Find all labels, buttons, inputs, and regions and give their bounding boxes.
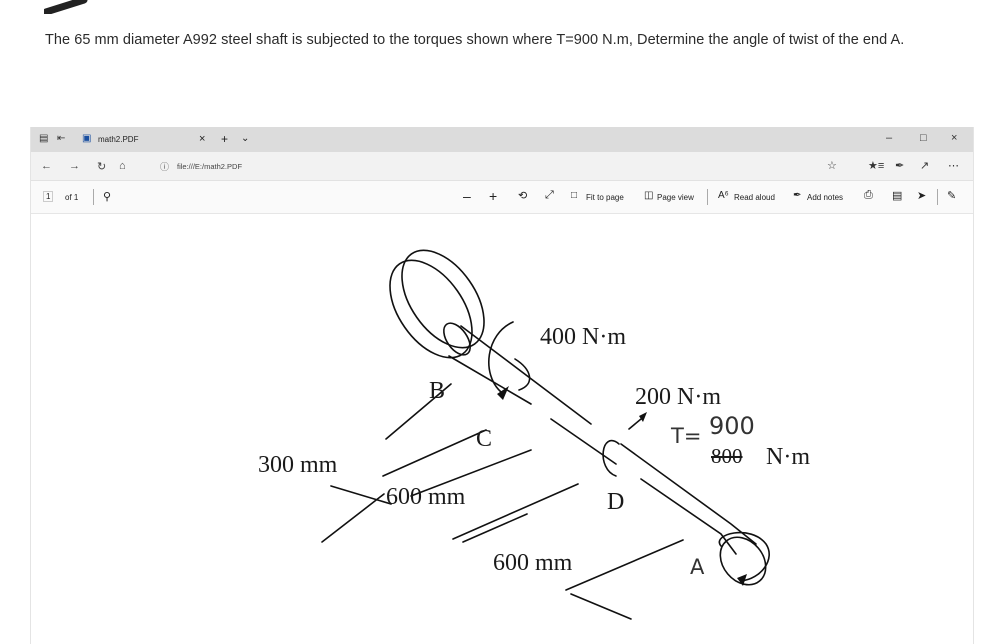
pen-stroke-decoration xyxy=(44,0,88,14)
rotate-icon[interactable]: ⟲ xyxy=(518,190,528,202)
shaft-diagram xyxy=(321,249,770,620)
handwritten-T-prefix: T= xyxy=(671,424,702,448)
torque-label-400: 400 N·m xyxy=(540,324,626,350)
point-label-D: D xyxy=(607,489,625,515)
info-icon[interactable]: ⓘ xyxy=(160,162,170,172)
torque-unit-label: N·m xyxy=(766,444,810,470)
shaft-upper-edge xyxy=(460,325,757,545)
divider xyxy=(93,189,94,205)
pdf-toolbar: 1 of 1 ⚲ – + ⟲ ⤢ □ Fit to page ◫ Page vi… xyxy=(31,181,973,214)
zoom-in-icon[interactable]: + xyxy=(489,188,498,204)
torque-arrow-C xyxy=(602,440,620,477)
back-icon[interactable]: ← xyxy=(41,160,52,172)
fit-to-page-icon: □ xyxy=(571,190,578,201)
question-card: The 65 mm diameter A992 steel shaft is s… xyxy=(14,0,986,120)
url-field[interactable]: file:///E:/math2.PDF xyxy=(177,162,243,171)
forward-icon[interactable]: → xyxy=(69,160,80,172)
divider xyxy=(937,189,938,205)
torque-arrow-B-tail xyxy=(514,358,531,391)
pdf-file-icon: ▣ xyxy=(82,133,92,144)
minimize-icon[interactable]: – xyxy=(886,132,893,144)
flange-disk xyxy=(389,259,473,359)
fit-to-page-button[interactable]: Fit to page xyxy=(586,193,624,202)
browser-screenshot: ▤ ⇤ ▣ math2.PDF × + ⌄ – □ × ← → ↻ ⌂ ⓘ fi… xyxy=(30,127,974,644)
print-icon[interactable]: ⎙ xyxy=(864,189,873,201)
share-icon[interactable]: ↗ xyxy=(920,160,930,172)
address-bar: ← → ↻ ⌂ ⓘ file:///E:/math2.PDF ☆ ★≡ ✒ ↗ … xyxy=(31,152,973,181)
add-notes-icon: ✒ xyxy=(793,190,802,201)
page-view-icon: ◫ xyxy=(644,190,654,201)
chevron-down-icon[interactable]: ⌄ xyxy=(241,133,250,144)
dim-line-600a xyxy=(382,429,579,540)
torque-arrow-D xyxy=(718,531,770,582)
handwritten-T-value: 900 xyxy=(709,412,755,440)
more-icon[interactable]: ⋯ xyxy=(948,160,959,172)
favorite-star-icon[interactable]: ☆ xyxy=(827,160,837,172)
tab-bar: ▤ ⇤ ▣ math2.PDF × + ⌄ – □ × xyxy=(31,127,973,152)
page-total: of 1 xyxy=(65,193,79,202)
point-label-B: B xyxy=(429,378,446,404)
torque-arrow-B xyxy=(488,321,514,393)
tab-title[interactable]: math2.PDF xyxy=(98,135,139,144)
save-icon[interactable]: ▤ xyxy=(892,190,903,202)
flange-back xyxy=(401,249,485,349)
point-label-C: C xyxy=(476,426,493,452)
dimension-600mm-b: 600 mm xyxy=(493,550,573,576)
close-window-icon[interactable]: × xyxy=(951,132,958,144)
divider xyxy=(707,189,708,205)
question-text: The 65 mm diameter A992 steel shaft is s… xyxy=(45,32,905,48)
read-aloud-icon: A⁶ xyxy=(718,190,729,201)
home-icon[interactable]: ⌂ xyxy=(119,160,126,172)
read-aloud-button[interactable]: Read aloud xyxy=(734,193,775,202)
torque-arrow-C-tail xyxy=(628,418,642,430)
shaft-lower-edge xyxy=(448,355,737,555)
tab-actions-icon[interactable]: ▤ xyxy=(39,133,49,144)
page-view-button[interactable]: Page view xyxy=(657,193,694,202)
pin-toolbar-icon[interactable]: ✎ xyxy=(947,190,957,202)
fullscreen-icon[interactable]: ⤢ xyxy=(545,189,554,201)
search-icon[interactable]: ⚲ xyxy=(103,191,112,203)
page-number-input[interactable]: 1 xyxy=(43,191,54,202)
close-tab-icon[interactable]: × xyxy=(199,133,206,145)
new-tab-icon[interactable]: + xyxy=(221,132,229,146)
crossed-torque-value: 800 xyxy=(711,444,743,468)
pen-icon[interactable]: ✒ xyxy=(895,160,905,172)
set-aside-tabs-icon[interactable]: ⇤ xyxy=(57,133,66,144)
save-as-icon[interactable]: ➤ xyxy=(917,190,927,202)
dimension-600mm-a: 600 mm xyxy=(386,484,466,510)
add-notes-button[interactable]: Add notes xyxy=(807,193,844,202)
favorites-list-icon[interactable]: ★≡ xyxy=(868,160,885,172)
torque-label-200: 200 N·m xyxy=(635,384,721,410)
dim-line-600b xyxy=(462,513,684,620)
refresh-icon[interactable]: ↻ xyxy=(97,161,107,173)
maximize-icon[interactable]: □ xyxy=(920,132,927,144)
dimension-300mm: 300 mm xyxy=(258,452,338,478)
zoom-out-icon[interactable]: – xyxy=(463,188,471,204)
dim-line-300 xyxy=(321,383,452,543)
pdf-page: 400 N·m 200 N·m T= 900 800 N·m B C D A 3… xyxy=(31,214,973,644)
point-label-A: A xyxy=(690,555,705,579)
shaft-end-A xyxy=(719,536,767,586)
